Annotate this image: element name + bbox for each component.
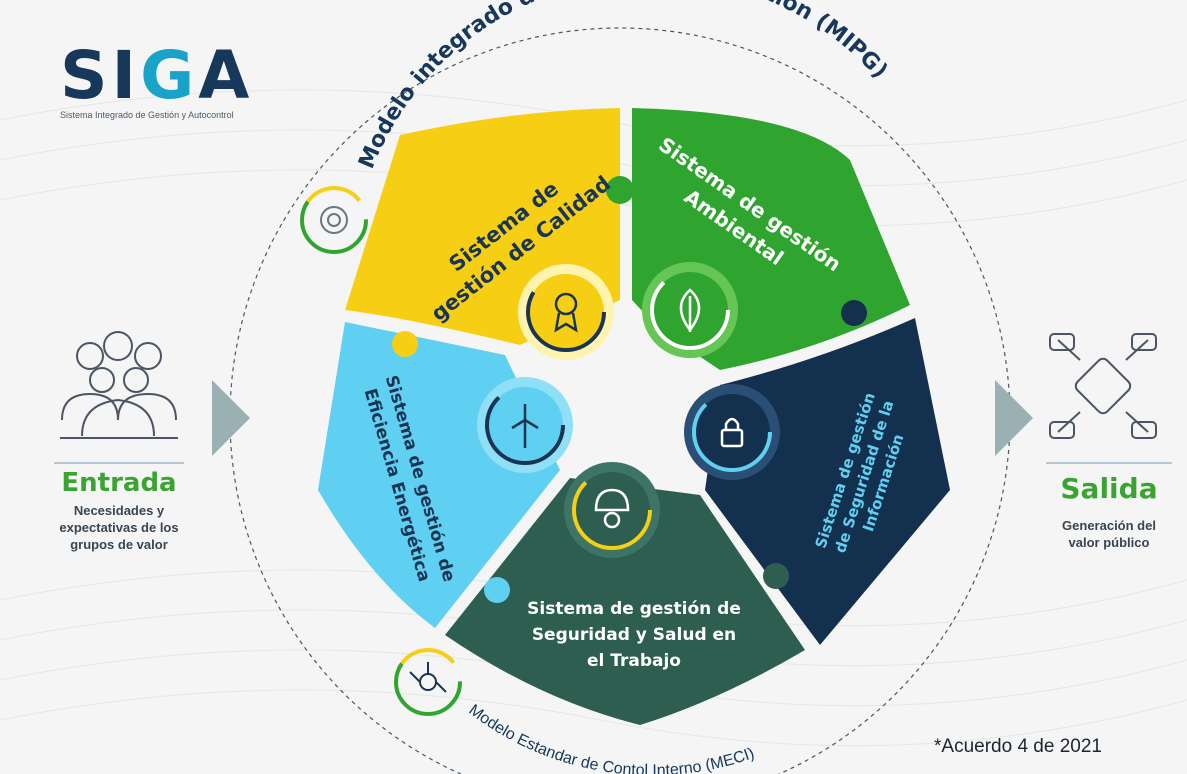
- logo-letters-si: SI: [60, 37, 141, 114]
- people-group-icon: [60, 331, 178, 439]
- badge-energetica: [477, 377, 573, 473]
- award-ribbon-icon: [554, 292, 578, 333]
- logo-subtitle: Sistema Integrado de Gestión y Autocontr…: [60, 110, 234, 120]
- salida-title: Salida: [1046, 462, 1172, 505]
- label-sst-line-2: Seguridad y Salud en: [532, 625, 736, 645]
- joined-hands-icon: [1049, 333, 1157, 439]
- connector-energetica: [484, 577, 510, 603]
- padlock-icon: [720, 417, 744, 448]
- logo-letter-g: G: [140, 37, 199, 114]
- hardhat-gear-icon: [594, 488, 630, 529]
- connector-ambiental: [606, 176, 634, 204]
- entrada-arrow: [212, 380, 250, 456]
- label-sst-line-3: el Trabajo: [587, 651, 681, 671]
- logo-letter-a: A: [198, 37, 254, 114]
- badge-ambiental: [642, 262, 738, 358]
- circuit-node-icon: [409, 662, 447, 693]
- segment-sst[interactable]: [445, 478, 805, 725]
- label-sst: Sistema de gestión de Seguridad y Salud …: [527, 599, 741, 671]
- badge-sst: [564, 462, 660, 558]
- entrada-title: Entrada: [54, 462, 184, 498]
- meci-circuit-badge: [394, 648, 462, 716]
- label-sst-line-1: Sistema de gestión de: [527, 599, 741, 619]
- salida-arrow: [995, 380, 1033, 456]
- siga-logo: SIGA Sistema Integrado de Gestión y Auto…: [60, 40, 320, 121]
- wind-turbine-icon: [511, 404, 539, 448]
- connector-sst: [763, 563, 789, 589]
- logo-wordmark: SIGA: [60, 40, 320, 112]
- entrada-block: Entrada Necesidades y expectativas de lo…: [40, 462, 198, 553]
- connector-calidad: [392, 331, 418, 357]
- connector-informacion: [841, 300, 867, 326]
- salida-block: Salida Generación del valor público: [1046, 462, 1172, 551]
- footnote-acuerdo: *Acuerdo 4 de 2021: [934, 736, 1102, 757]
- leaf-icon: [679, 288, 701, 333]
- badge-calidad: [518, 264, 614, 360]
- entrada-description: Necesidades y expectativas de los grupos…: [59, 503, 179, 552]
- badge-seguridad-informacion: [684, 384, 780, 480]
- gear-icon: [320, 206, 348, 234]
- salida-description: Generación del valor público: [1062, 518, 1156, 550]
- mipg-gear-badge: [300, 186, 368, 254]
